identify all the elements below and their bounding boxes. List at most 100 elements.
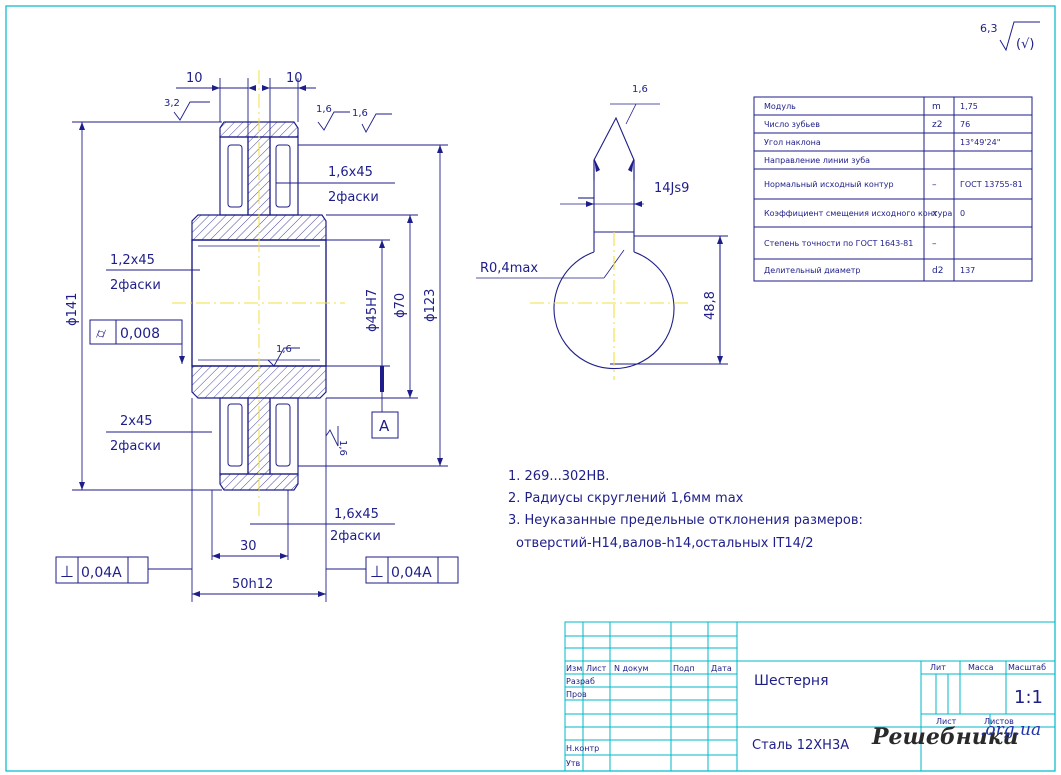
watermark-logo: Решебники [872, 724, 1019, 750]
general-roughness: 6,3 (√) [980, 21, 1040, 52]
param-value: 137 [960, 266, 975, 275]
perpendicularity-frame-left: ⊥ 0,04A [55, 556, 149, 584]
svg-text:Н.контр: Н.контр [566, 744, 599, 753]
svg-text:ϕ123: ϕ123 [423, 289, 438, 322]
part-name: Шестерня [754, 673, 829, 689]
note-1: 1. 269...302HB. [508, 469, 609, 484]
svg-text:ϕ45H7: ϕ45H7 [365, 289, 380, 332]
svg-text:1,6: 1,6 [337, 440, 348, 456]
svg-text:1,6: 1,6 [352, 108, 368, 119]
gear-dim-texts: 10 10 3,2 1,6 1,6 1,6 1,6 1,6x45 2фаски … [65, 71, 438, 592]
svg-text:1,6x45: 1,6x45 [334, 507, 379, 522]
svg-text:Лист: Лист [936, 717, 957, 726]
svg-text:⌭: ⌭ [96, 326, 106, 342]
svg-text:Масса: Масса [968, 663, 994, 672]
sheet-frame [5, 5, 1056, 772]
svg-text:(√): (√) [1016, 37, 1034, 52]
svg-text:R0,4max: R0,4max [480, 261, 538, 276]
svg-text:2фаски: 2фаски [330, 529, 381, 544]
title-block [564, 621, 1056, 772]
param-name: Модуль [764, 102, 796, 111]
svg-text:3,2: 3,2 [164, 98, 180, 109]
param-value: 13°49'24" [960, 138, 1000, 147]
datum-a: A [371, 411, 399, 439]
svg-text:Лист: Лист [586, 664, 607, 673]
gear-dim-arrows [79, 85, 443, 597]
scale: 1:1 [1014, 687, 1043, 708]
param-name: Нормальный исходный контур [764, 180, 894, 189]
svg-text:0,04A: 0,04A [81, 565, 122, 581]
param-name: Число зубьев [764, 120, 820, 129]
svg-text:⊥: ⊥ [60, 562, 74, 581]
svg-text:⊥: ⊥ [370, 562, 384, 581]
param-symbol: – [932, 180, 937, 190]
param-symbol: m [932, 102, 941, 112]
svg-text:Утв: Утв [566, 759, 581, 768]
param-row: Направление линии зуба [754, 150, 1032, 165]
svg-text:ϕ141: ϕ141 [65, 293, 80, 326]
perpendicularity-frame-right: ⊥ 0,04A [365, 556, 459, 584]
param-value: 0 [960, 209, 965, 218]
svg-text:1,6: 1,6 [632, 84, 648, 95]
keyway-view [476, 103, 728, 380]
svg-text:48,8: 48,8 [703, 291, 718, 320]
watermark-domain: .org.ua [980, 720, 1042, 740]
param-row: Модуль m 1,75 [764, 102, 978, 112]
svg-text:1,6: 1,6 [316, 104, 332, 115]
svg-text:Пров: Пров [566, 690, 587, 699]
note-3: 3. Неуказанные предельные отклонения раз… [508, 513, 863, 528]
gear-dimensions [72, 78, 448, 602]
svg-text:0,008: 0,008 [120, 326, 160, 342]
svg-text:ϕ70: ϕ70 [393, 293, 408, 318]
svg-text:Разраб: Разраб [566, 677, 595, 686]
param-value: ГОСТ 13755-81 [960, 180, 1023, 189]
svg-text:1,2x45: 1,2x45 [110, 253, 155, 268]
svg-text:14Js9: 14Js9 [654, 181, 689, 196]
svg-text:N докум: N докум [614, 664, 649, 673]
svg-text:Листов: Листов [984, 717, 1014, 726]
svg-text:0,04A: 0,04A [391, 565, 432, 581]
keyway-texts: 1,6 14Js9 R0,4max 48,8 [480, 84, 718, 320]
param-row: Нормальный исходный контур – ГОСТ 13755-81 [754, 168, 1032, 190]
param-symbol: x [932, 209, 938, 219]
note-2: 2. Радиусы скруглений 1,6мм max [508, 491, 744, 506]
material: Сталь 12ХН3А [752, 738, 849, 753]
svg-text:1,6: 1,6 [276, 344, 292, 355]
param-name: Коэффициент смещения исходного контура [764, 209, 952, 218]
svg-text:6,3: 6,3 [980, 22, 998, 35]
note-3-cont: отверстий-H14,валов-h14,остальных IT14/2 [516, 536, 814, 551]
param-value: 1,75 [960, 102, 978, 111]
technical-notes: 1. 269...302HB. 2. Радиусы скруглений 1,… [508, 469, 863, 551]
param-name: Делительный диаметр [764, 266, 861, 275]
svg-text:Дата: Дата [711, 664, 732, 673]
param-value: 76 [960, 120, 970, 129]
svg-text:10: 10 [286, 71, 303, 86]
param-row: Делительный диаметр d2 137 [754, 258, 1032, 276]
svg-text:2фаски: 2фаски [110, 439, 161, 454]
svg-text:A: A [379, 417, 390, 435]
svg-text:2x45: 2x45 [120, 414, 153, 429]
param-row: Степень точности по ГОСТ 1643-81– [754, 226, 1032, 249]
param-name: Направление линии зуба [764, 156, 870, 165]
svg-text:Изм: Изм [566, 664, 582, 673]
title-block-texts: Изм Лист N докум Подп Дата Разраб Пров Н… [566, 663, 1046, 768]
svg-text:50h12: 50h12 [232, 577, 273, 592]
gear-section [172, 70, 345, 520]
param-symbol: d2 [932, 266, 943, 276]
param-symbol: – [932, 239, 937, 249]
keyway-arrows [586, 158, 723, 364]
param-symbol: z2 [932, 120, 942, 130]
svg-text:Подп: Подп [673, 664, 695, 673]
param-name: Угол наклона [764, 138, 821, 147]
radial-runout-frame: ⌭ 0,008 [89, 319, 183, 345]
svg-text:Лит: Лит [930, 663, 946, 672]
svg-text:10: 10 [186, 71, 203, 86]
svg-text:Масштаб: Масштаб [1008, 663, 1046, 672]
svg-text:30: 30 [240, 539, 257, 554]
svg-text:2фаски: 2фаски [328, 190, 379, 205]
param-row: Число зубьев z2 76 [754, 114, 1032, 130]
